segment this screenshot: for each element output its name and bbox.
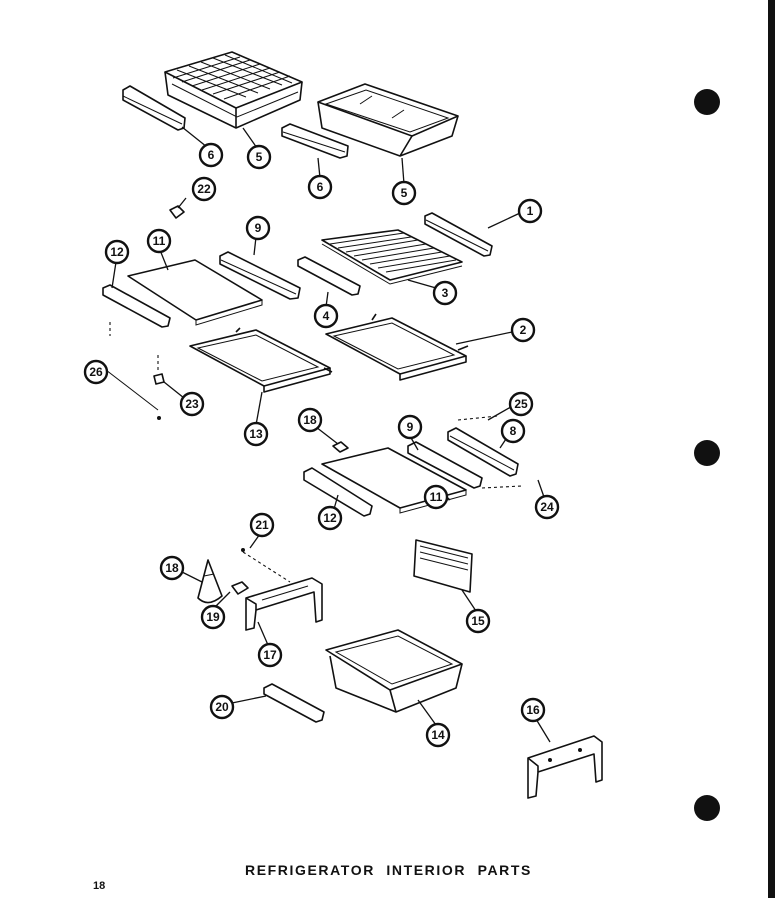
callout-11a: 11 — [146, 228, 172, 254]
front-panel — [413, 539, 473, 593]
callout-17: 17 — [257, 642, 283, 668]
svg-text:21: 21 — [255, 518, 269, 532]
svg-text:15: 15 — [471, 614, 485, 628]
callout-26: 26 — [83, 359, 109, 385]
svg-text:6: 6 — [208, 148, 215, 162]
lower-side-rail — [447, 427, 519, 477]
wire-shelf — [321, 229, 463, 285]
lower-front-rail — [303, 467, 373, 517]
callout-9b: 9 — [397, 414, 423, 440]
leader-lines — [111, 126, 551, 743]
svg-text:23: 23 — [185, 397, 199, 411]
svg-text:2: 2 — [520, 323, 527, 337]
callout-1: 1 — [517, 198, 543, 224]
svg-text:4: 4 — [323, 309, 330, 323]
svg-text:11: 11 — [153, 234, 166, 248]
callout-8: 8 — [500, 418, 526, 444]
glass-shelf — [127, 259, 263, 326]
punch-hole-top — [694, 89, 720, 115]
punch-hole-middle — [694, 440, 720, 466]
shelf-rail — [219, 251, 301, 300]
shelf-frame-lower — [189, 327, 333, 393]
svg-text:22: 22 — [197, 182, 211, 196]
callout-12a: 12 — [104, 239, 130, 265]
callout-20: 20 — [209, 694, 235, 720]
callout-5b: 5 — [391, 180, 417, 206]
svg-text:12: 12 — [323, 511, 337, 525]
pan-bracket — [527, 735, 603, 799]
svg-text:5: 5 — [401, 186, 408, 200]
svg-text:26: 26 — [89, 365, 103, 379]
svg-text:25: 25 — [514, 397, 528, 411]
callout-3: 3 — [432, 280, 458, 306]
shelf-frame-upper — [325, 313, 469, 381]
svg-text:24: 24 — [540, 500, 554, 514]
callout-4: 4 — [313, 303, 339, 329]
shelf-side-rail — [424, 212, 493, 257]
callout-16: 16 — [520, 697, 546, 723]
svg-text:5: 5 — [256, 150, 263, 164]
svg-text:13: 13 — [249, 427, 263, 441]
pan-slide-rail — [281, 123, 349, 159]
meat-pan — [325, 629, 463, 713]
callout-11b: 11 — [423, 484, 449, 510]
callout-22: 22 — [191, 176, 217, 202]
callout-9a: 9 — [245, 215, 271, 241]
crisper-pan — [317, 83, 459, 157]
damper-cone — [197, 559, 223, 604]
svg-text:20: 20 — [215, 700, 229, 714]
callout-23: 23 — [179, 391, 205, 417]
callout-12b: 12 — [317, 505, 343, 531]
callout-19: 19 — [200, 604, 226, 630]
callout-6b: 6 — [307, 174, 333, 200]
callout-13: 13 — [243, 421, 269, 447]
svg-text:11: 11 — [430, 490, 443, 504]
svg-text:8: 8 — [510, 424, 517, 438]
svg-text:9: 9 — [255, 221, 262, 235]
lower-shelf-rail — [407, 441, 483, 489]
callout-18a: 18 — [297, 407, 323, 433]
page-number: 18 — [93, 880, 106, 892]
punch-hole-bottom — [694, 795, 720, 821]
svg-text:6: 6 — [317, 180, 324, 194]
shelf-front-rail — [102, 284, 171, 328]
callout-25: 25 — [508, 391, 534, 417]
svg-text:16: 16 — [526, 703, 540, 717]
clip — [332, 441, 349, 453]
shelf-support — [297, 256, 361, 296]
callout-15: 15 — [465, 608, 491, 634]
page-title: REFRIGERATOR INTERIOR PARTS — [245, 862, 532, 878]
callout-5a: 5 — [246, 144, 272, 170]
callout-14: 14 — [425, 722, 451, 748]
svg-text:17: 17 — [263, 648, 277, 662]
wire-basket — [164, 51, 303, 129]
callout-18b: 18 — [159, 555, 185, 581]
basket-slide-rail — [122, 85, 186, 131]
callout-21: 21 — [249, 512, 275, 538]
control-knob — [231, 581, 249, 595]
svg-text:18: 18 — [165, 561, 179, 575]
binding-edge-bar — [768, 0, 775, 898]
svg-text:12: 12 — [110, 245, 124, 259]
svg-text:14: 14 — [431, 728, 445, 742]
control-housing — [245, 577, 323, 631]
svg-text:1: 1 — [527, 204, 534, 218]
callout-24: 24 — [534, 494, 560, 520]
svg-text:9: 9 — [407, 420, 414, 434]
svg-text:3: 3 — [442, 286, 449, 300]
svg-text:19: 19 — [206, 610, 220, 624]
small-fasteners — [105, 205, 185, 420]
callout-2: 2 — [510, 317, 536, 343]
pan-rail — [263, 683, 325, 723]
svg-text:18: 18 — [303, 413, 317, 427]
callout-6a: 6 — [198, 142, 224, 168]
